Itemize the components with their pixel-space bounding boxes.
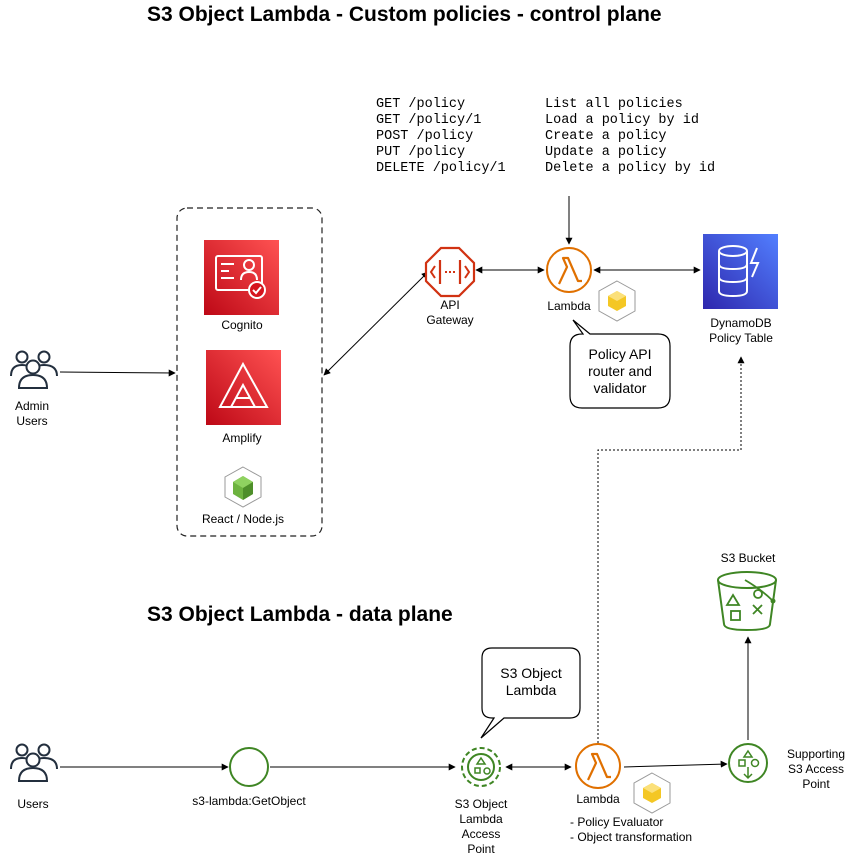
- s3-object-lambda-callout-shape: [480, 647, 581, 739]
- policy-api-callout-shape: [569, 319, 671, 409]
- react-node-label: React / Node.js: [201, 512, 285, 526]
- admin-to-frontend-arrow: [59, 369, 176, 377]
- control-plane-title: S3 Object Lambda - Custom policies - con…: [147, 3, 662, 26]
- supporting-access-point-icon: [728, 743, 768, 783]
- route-path: GET /policy: [376, 97, 466, 112]
- lambda-evaluator-label: Lambda: [576, 792, 620, 806]
- admin-users-label: Admin Users: [14, 399, 49, 428]
- s3-object-lambda-callout-text: S3 Object Lambda: [500, 665, 562, 698]
- users-icon: [10, 743, 58, 782]
- olap-gear-icon: [461, 747, 501, 787]
- lambda-evaluator-notes: - Policy Evaluator - Object transformati…: [570, 815, 693, 844]
- lambda-policy-icon: [546, 247, 592, 293]
- dynamodb-icon: [703, 234, 778, 309]
- dynamodb-label: DynamoDB Policy Table: [709, 316, 773, 345]
- getobject-node: [229, 747, 269, 787]
- lambda-policy-label: Lambda: [547, 299, 591, 313]
- s3-bucket-icon: [717, 571, 777, 632]
- frontend-group-box: [176, 207, 323, 537]
- route-description: Delete a policy by id: [545, 161, 716, 176]
- route-description: List all policies: [545, 97, 683, 112]
- route-description: Create a policy: [545, 129, 667, 144]
- users-label: Users: [17, 797, 49, 811]
- supporting-ap-label: Supporting S3 Access Point: [786, 747, 846, 791]
- cognito-label: Cognito: [221, 318, 263, 332]
- lambda-policy-package-icon: [598, 280, 636, 322]
- route-description: Update a policy: [545, 145, 667, 160]
- amplify-icon: [206, 350, 281, 425]
- cognito-icon: [204, 240, 279, 315]
- route-path: PUT /policy: [376, 145, 466, 160]
- s3-bucket-label: S3 Bucket: [720, 551, 776, 565]
- eval-lambda-to-dynamodb-link: [597, 356, 745, 743]
- api-gateway-label: API Gateway: [426, 298, 474, 327]
- route-description: Load a policy by id: [545, 113, 699, 128]
- lambda-evaluator-icon: [575, 743, 621, 789]
- route-path: DELETE /policy/1: [376, 161, 506, 176]
- react-node-icon: [224, 466, 262, 508]
- amplify-label: Amplify: [222, 431, 262, 445]
- olap-label: S3 Object Lambda Access Point: [454, 797, 508, 856]
- lambda-evaluator-package-icon: [633, 772, 671, 814]
- data-plane-title: S3 Object Lambda - data plane: [147, 603, 453, 626]
- frontend-apigw-arrow: [323, 271, 429, 376]
- route-path: GET /policy/1: [376, 113, 482, 128]
- api-gateway-icon: [424, 246, 476, 298]
- admin-users-icon: [10, 350, 58, 389]
- getobject-label: s3-lambda:GetObject: [192, 794, 306, 808]
- route-path: POST /policy: [376, 129, 474, 144]
- lambda-to-supporting-ap-arrow: [623, 760, 728, 768]
- policy-api-callout-text: Policy API router and validator: [588, 346, 652, 396]
